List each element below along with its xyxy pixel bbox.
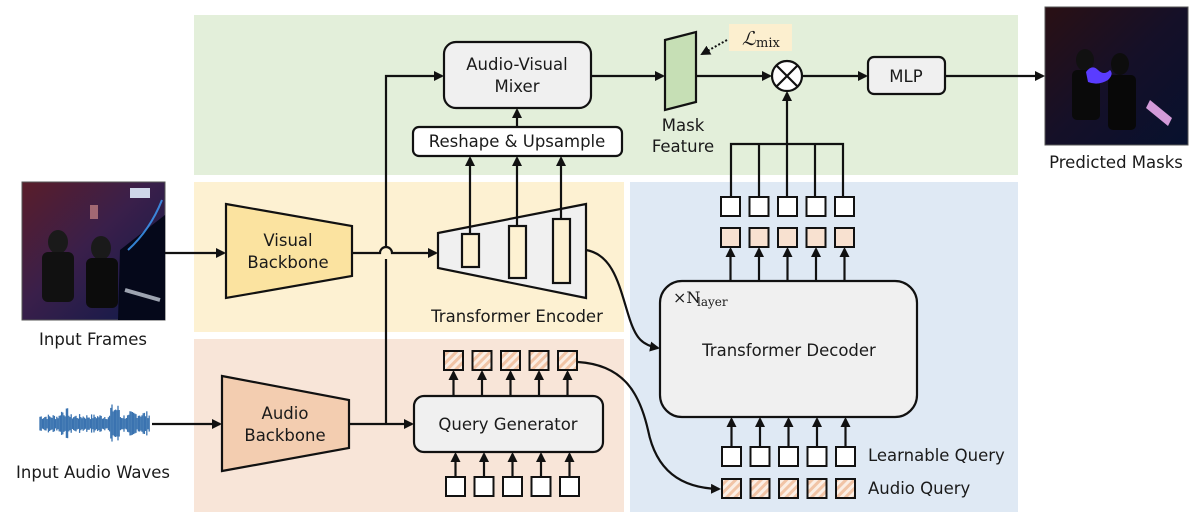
svg-text:mix: mix [756,36,780,51]
svg-text:Reshape & Upsample: Reshape & Upsample [429,132,606,151]
mask-embedding-token [720,196,741,217]
svg-text:Feature: Feature [652,137,714,156]
learnable-query-token [806,446,828,467]
multiply-node [770,59,804,93]
learnable-query-token [778,446,799,467]
learnable-query-token [502,476,523,497]
audio-query-token [528,350,550,371]
mask-embedding-token [805,196,827,217]
mask-embedding-token [748,196,770,217]
svg-text:×N: ×N [673,288,700,307]
learnable-query-token [835,446,856,467]
audio-query-token [443,350,464,371]
mask-embedding-token [834,196,855,217]
query-generator-output-tokens [443,350,578,396]
audio-backbone: Audio Backbone [220,374,351,473]
audio-query-token [471,350,493,371]
svg-text:ℒ: ℒ [742,28,757,50]
svg-text:Audio-Visual: Audio-Visual [466,55,567,74]
predicted-masks-image [1044,6,1189,146]
decoder-output-token [777,227,798,248]
decoder-mask-embedding-tokens [720,196,855,217]
visual-backbone: Visual Backbone [224,202,354,300]
input-audio-label: Input Audio Waves [16,463,170,482]
learnable-query-token [559,476,580,497]
svg-text:Transformer Decoder: Transformer Decoder [701,341,876,360]
decoder-output-token [805,227,827,248]
svg-text:Backbone: Backbone [244,426,325,445]
audio-query-token [778,478,799,499]
input-frames-label: Input Frames [39,330,147,349]
transformer-encoder [436,202,588,300]
query-generator: Query Generator [412,394,605,454]
svg-text:MLP: MLP [889,67,922,86]
connectors [152,71,1045,494]
learnable-query-token [445,476,466,497]
audio-query-token [500,350,521,371]
audio-query-label: Audio Query [868,479,971,498]
mask-embedding-token [777,196,798,217]
encoder-feature-level-2 [507,224,528,280]
mask-feature: Mask Feature [652,30,714,156]
loss-mix-label: ℒ mix [700,24,792,55]
learnable-query-token [473,476,495,497]
input-frames-image [21,181,166,321]
decoder-output-token [834,227,855,248]
svg-text:Mixer: Mixer [494,77,539,96]
reshape-upsample-block: Reshape & Upsample [411,125,624,158]
encoder-feature-level-1 [460,232,481,269]
encoder-feature-level-3 [551,217,572,285]
learnable-query-token [749,446,771,467]
audio-visual-mixer: Audio-Visual Mixer [442,40,593,110]
svg-text:Visual: Visual [263,231,312,250]
svg-text:Audio: Audio [262,404,309,423]
svg-text:layer: layer [697,295,728,309]
mlp-block: MLP [866,55,947,96]
decoder-output-token [748,227,770,248]
svg-text:Mask: Mask [662,116,705,135]
transformer-encoder-label: Transformer Encoder [430,307,603,326]
svg-text:Backbone: Backbone [247,253,328,272]
svg-text:Query Generator: Query Generator [438,415,577,434]
decoder-output-token [720,227,741,248]
learnable-query-token [721,446,742,467]
decoder-learnable-query-tokens [721,417,856,467]
learnable-query-label: Learnable Query [868,446,1005,465]
learnable-query-token [530,476,552,497]
predicted-masks-label: Predicted Masks [1049,153,1183,172]
audio-query-token [557,350,578,371]
audio-query-token [721,478,742,499]
query-generator-input-tokens [445,452,580,497]
decoder-audio-query-tokens [721,478,856,499]
audio-query-token [806,478,828,499]
audio-query-token [749,478,771,499]
transformer-decoder: ×N layer Transformer Decoder [658,279,919,419]
decoder-output-tokens [720,227,855,281]
audio-waveform-icon [39,404,150,442]
audio-query-token [835,478,856,499]
